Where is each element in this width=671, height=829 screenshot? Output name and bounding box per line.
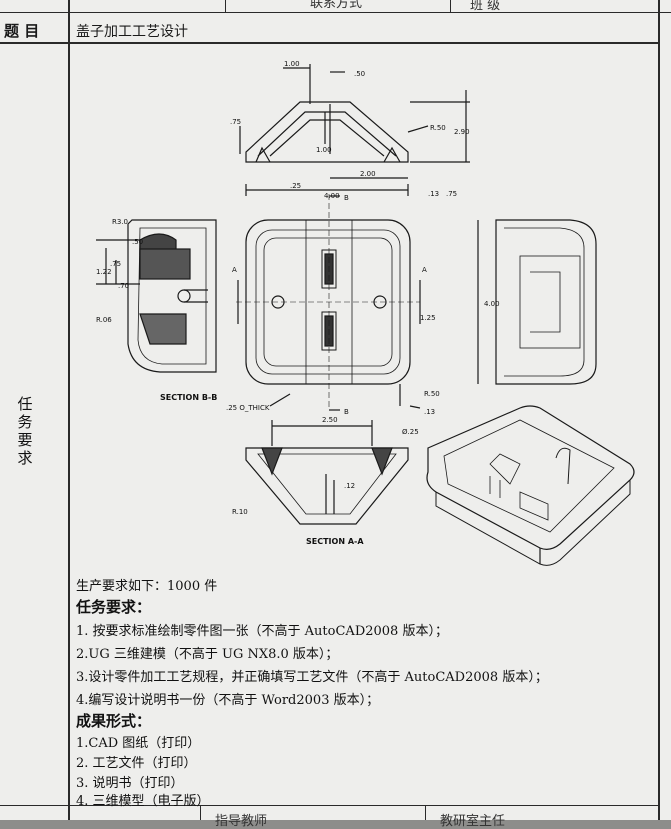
- dim-8: 2.00: [360, 170, 376, 178]
- side-label-task-requirements: 任务要求: [17, 395, 33, 467]
- dim-21: .13: [424, 408, 435, 416]
- footer-divider-1: [200, 805, 201, 820]
- dim-26: R.10: [232, 508, 248, 516]
- result-item-1: 1.CAD 图纸（打印）: [76, 736, 201, 751]
- result-item-2: 2. 工艺文件（打印）: [76, 756, 197, 771]
- dim-7: .25: [290, 182, 301, 190]
- dim-19: 4.00: [484, 300, 500, 308]
- dim-24: Ø.25: [402, 428, 419, 436]
- task-item-1: 1. 按要求标准绘制零件图一张（不高于 AutoCAD2008 版本）；: [76, 624, 448, 639]
- isometric-view-outline: [426, 405, 635, 550]
- task-item-2: 2.UG 三维建模（不高于 UG NX8.0 版本）；: [76, 647, 339, 662]
- dim-4: R.50: [430, 124, 446, 132]
- right-edge-rule: [658, 0, 660, 820]
- top-cut-text-class: 班 级: [470, 0, 501, 13]
- dim-12: R3.0: [112, 218, 128, 226]
- dim-15: 1.22: [96, 268, 112, 276]
- footer-rule: [0, 805, 660, 806]
- top-divider-2: [450, 0, 451, 12]
- dim-20: R.50: [424, 390, 440, 398]
- top-cut-text-contact: 联系方式: [310, 0, 363, 11]
- dim-14: .75: [110, 260, 121, 268]
- top-view-outline: [245, 101, 409, 163]
- result-item-3: 3. 说明书（打印）: [76, 776, 184, 791]
- result-heading: 成果形式：: [76, 712, 152, 730]
- dim-18: 1.25: [420, 314, 436, 322]
- cut-label-a-left: A: [232, 266, 237, 274]
- section-bb-label: SECTION B-B: [160, 393, 217, 402]
- dim-22: .25 O_THICK: [226, 404, 270, 412]
- dim-11: .75: [446, 190, 457, 198]
- production-requirement: 生产要求如下：1000 件: [76, 579, 218, 594]
- dim-10: .13: [428, 190, 439, 198]
- top-divider-1: [225, 0, 226, 12]
- dim-25: .12: [344, 482, 355, 490]
- side-view-outline: [495, 219, 597, 385]
- dim-9: 4.00: [324, 192, 340, 200]
- dim-3: .75: [230, 118, 241, 126]
- section-aa-outline: [245, 447, 409, 525]
- header-bottom-rule: [0, 42, 660, 44]
- dim-6: 1.00: [316, 146, 332, 154]
- cut-label-b-top: B: [344, 194, 349, 202]
- section-aa-label: SECTION A-A: [306, 537, 364, 546]
- dim-16: .70: [118, 282, 129, 290]
- footer-divider-2: [425, 805, 426, 820]
- dim-1: 1.00: [284, 60, 300, 68]
- section-bb-outline: [127, 219, 217, 373]
- page-title: 盖子加工工艺设计: [76, 24, 188, 40]
- dim-5: 2.90: [454, 128, 470, 136]
- task-item-3: 3.设计零件加工工艺规程，并正确填写工艺文件（不高于 AutoCAD2008 版…: [76, 670, 548, 685]
- dim-17: R.06: [96, 316, 112, 324]
- dim-13: .50: [132, 238, 143, 246]
- dim-2: .50: [354, 70, 365, 78]
- header-top-rule: [0, 12, 671, 13]
- technical-drawing: 1.00 .50 .75 R.50 2.90 1.00 .25 2.00 4.0…: [96, 60, 635, 566]
- dim-23: 2.50: [322, 416, 338, 424]
- topic-label: 题 目: [4, 22, 40, 40]
- task-item-4: 4.编写设计说明书一份（不高于 Word2003 版本）；: [76, 693, 380, 708]
- cut-label-b-bottom: B: [344, 408, 349, 416]
- result-item-4: 4. 三维模型（电子版）: [76, 794, 210, 809]
- task-heading: 任务要求：: [76, 598, 152, 616]
- left-column-rule: [68, 0, 70, 820]
- cut-label-a-right: A: [422, 266, 427, 274]
